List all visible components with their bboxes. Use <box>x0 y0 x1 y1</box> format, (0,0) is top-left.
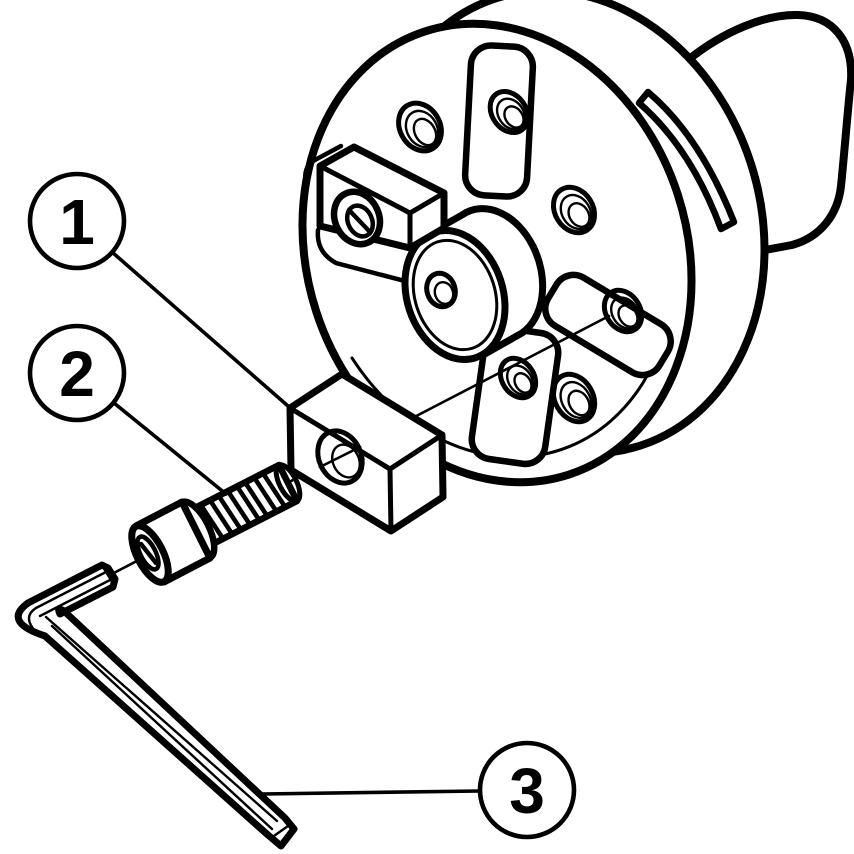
leader-line-2 <box>112 401 228 496</box>
threaded-hole-top-slot <box>487 89 531 135</box>
screw-threads <box>199 471 287 541</box>
leader-line-1 <box>110 250 290 408</box>
hole-center-right <box>550 184 598 236</box>
threaded-hole-right-slot <box>601 287 645 335</box>
face-slot-right <box>542 271 674 379</box>
screw-tip-edge <box>273 462 303 504</box>
callout-2: 2 <box>27 323 127 423</box>
boss-center-hole <box>424 270 458 310</box>
mounted-clamp-block <box>316 143 448 252</box>
callout-1-circle <box>27 171 127 271</box>
clamp-block <box>286 370 447 535</box>
face-slot-top <box>461 42 537 200</box>
hole-top-left <box>396 100 444 154</box>
callout-3-label: 3 <box>509 755 545 827</box>
clamp-screw <box>128 461 303 586</box>
callout-1: 1 <box>27 171 127 271</box>
threaded-hole-bottom-right <box>550 371 598 425</box>
face-slot-left-edge-top <box>303 143 344 186</box>
hex-key-facet-lines <box>27 565 290 840</box>
callout-1-label: 1 <box>59 186 95 258</box>
face-slot-left-edge-bottom <box>315 227 427 289</box>
callout-2-circle <box>27 323 127 423</box>
centerline-through-hole <box>318 445 362 469</box>
leader-line-3 <box>260 789 482 796</box>
hex-key-wrench <box>14 561 298 850</box>
tool-body <box>298 0 854 487</box>
rim-keyway-slot <box>635 88 738 233</box>
callout-2-label: 2 <box>59 338 95 410</box>
screw-hex-socket <box>135 534 161 572</box>
callout-3-circle <box>477 740 577 840</box>
callout-3: 3 <box>477 740 577 840</box>
mounted-clamp-screw-head <box>330 188 384 248</box>
center-boss <box>401 205 547 363</box>
